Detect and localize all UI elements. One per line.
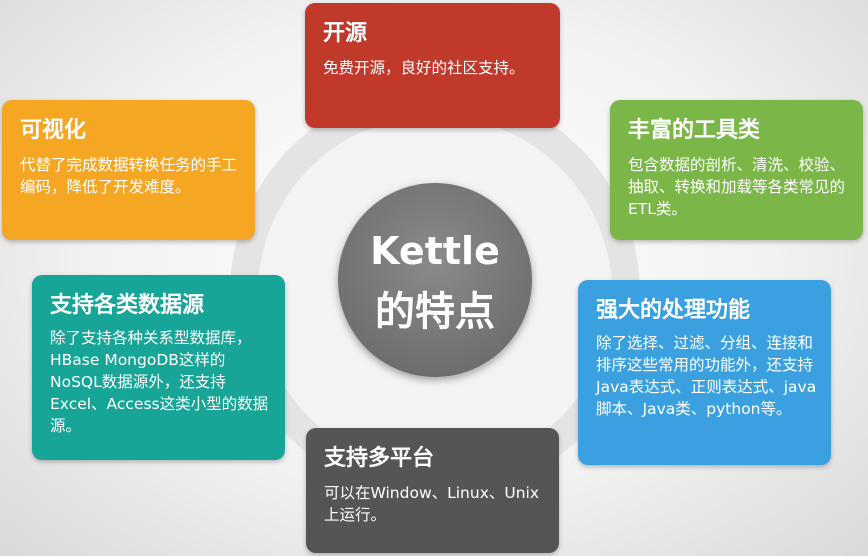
card-description: 包含数据的剖析、清洗、校验、抽取、转换和加载等各类常见的ETL类。 <box>628 156 846 218</box>
card-open-source: 开源 免费开源，良好的社区支持。 <box>305 3 560 128</box>
card-description: 除了支持各种关系型数据库，HBase MongoDB这样的NoSQL数据源外，还… <box>50 329 269 435</box>
hub-title-line2: 的特点 <box>375 289 495 335</box>
card-title: 丰富的工具类 <box>628 118 761 143</box>
card-description: 除了选择、过滤、分组、连接和排序这些常用的功能外，还支持Java表达式、正则表达… <box>596 334 817 418</box>
card-description: 免费开源，良好的社区支持。 <box>323 59 525 77</box>
card-rich-tools: 丰富的工具类 包含数据的剖析、清洗、校验、抽取、转换和加载等各类常见的ETL类。 <box>610 100 863 240</box>
card-multi-platform: 支持多平台 可以在Window、Linux、Unix上运行。 <box>306 428 559 553</box>
center-hub: Kettle 的特点 <box>338 183 532 377</box>
card-visualization: 可视化 代替了完成数据转换任务的手工编码，降低了开发难度。 <box>2 100 255 240</box>
card-description: 可以在Window、Linux、Unix上运行。 <box>324 484 540 524</box>
card-title: 强大的处理功能 <box>596 298 751 323</box>
card-title: 支持多平台 <box>324 446 435 471</box>
card-processing-power: 强大的处理功能 除了选择、过滤、分组、连接和排序这些常用的功能外，还支持Java… <box>578 280 831 465</box>
card-description: 代替了完成数据转换任务的手工编码，降低了开发难度。 <box>20 156 238 196</box>
card-title: 支持各类数据源 <box>50 293 205 318</box>
card-title: 开源 <box>323 21 368 46</box>
card-data-sources: 支持各类数据源 除了支持各种关系型数据库，HBase MongoDB这样的NoS… <box>32 275 285 460</box>
hub-title-line1: Kettle <box>370 229 500 273</box>
card-title: 可视化 <box>20 118 87 143</box>
